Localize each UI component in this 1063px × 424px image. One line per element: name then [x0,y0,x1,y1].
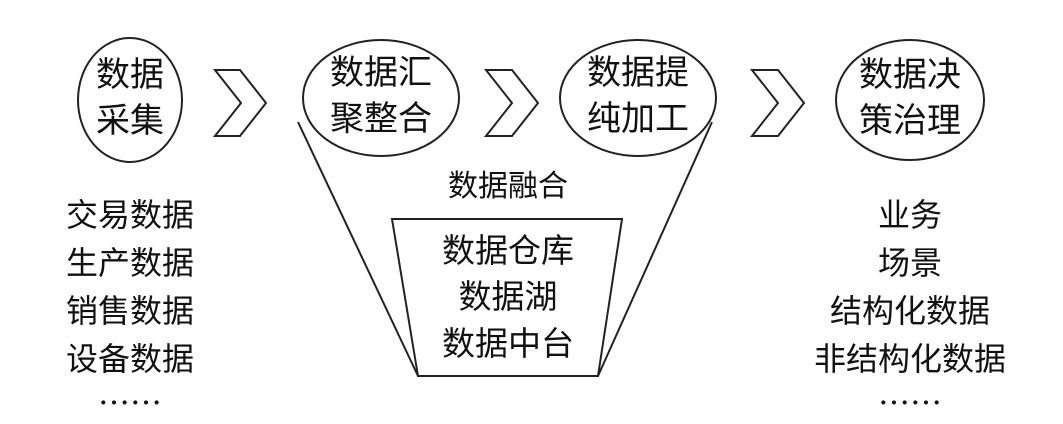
chevron-arrow-icon [749,69,806,137]
stage-refine-line-2: 纯加工 [587,99,689,139]
source-item: 销售数据 [66,292,194,330]
source-list: 交易数据 生产数据 销售数据 设备数据 …… [66,196,194,412]
chevron-arrow-icon [483,69,540,137]
fusion-item: 数据湖 [459,277,558,316]
stage-decide: 数据决 策治理 [835,39,985,161]
output-list: 业务 场景 结构化数据 非结构化数据 …… [814,196,1006,412]
stage-collect-line-2: 采集 [96,101,164,141]
output-item: …… [878,374,942,412]
source-item: 设备数据 [66,340,194,378]
output-item: 场景 [878,244,942,282]
fusion-funnel [297,121,713,377]
funnel-right-edge [597,121,713,377]
funnel-left-edge [297,121,419,377]
source-item: 生产数据 [66,244,194,282]
fusion-title: 数据融合 [448,169,568,204]
stage-decide-line-1: 数据决 [859,55,961,95]
fusion-item: 数据仓库 [442,231,574,270]
stage-refine-ellipse [559,39,717,157]
stage-decide-ellipse [835,39,985,161]
stage-aggregate-ellipse [302,39,460,157]
output-item: 结构化数据 [830,292,990,330]
stage-refine-line-1: 数据提 [587,53,689,93]
chevron-arrow-icon [212,69,268,137]
stage-refine: 数据提 纯加工 [559,39,717,157]
stage-collect: 数据 采集 [77,37,183,163]
stage-collect-line-1: 数据 [96,55,164,95]
stage-aggregate: 数据汇 聚整合 [302,39,460,157]
output-item: 业务 [878,196,942,234]
fusion-item: 数据中台 [442,324,574,363]
stage-collect-ellipse [77,37,183,163]
fusion-box [390,218,624,377]
source-item: …… [98,374,162,412]
stage-decide-line-2: 策治理 [859,101,961,141]
stage-aggregate-line-1: 数据汇 [330,53,432,93]
fusion-item-list: 数据仓库 数据湖 数据中台 [442,231,574,363]
output-item: 非结构化数据 [814,340,1006,378]
source-item: 交易数据 [66,196,194,234]
stage-aggregate-line-2: 聚整合 [330,99,432,139]
